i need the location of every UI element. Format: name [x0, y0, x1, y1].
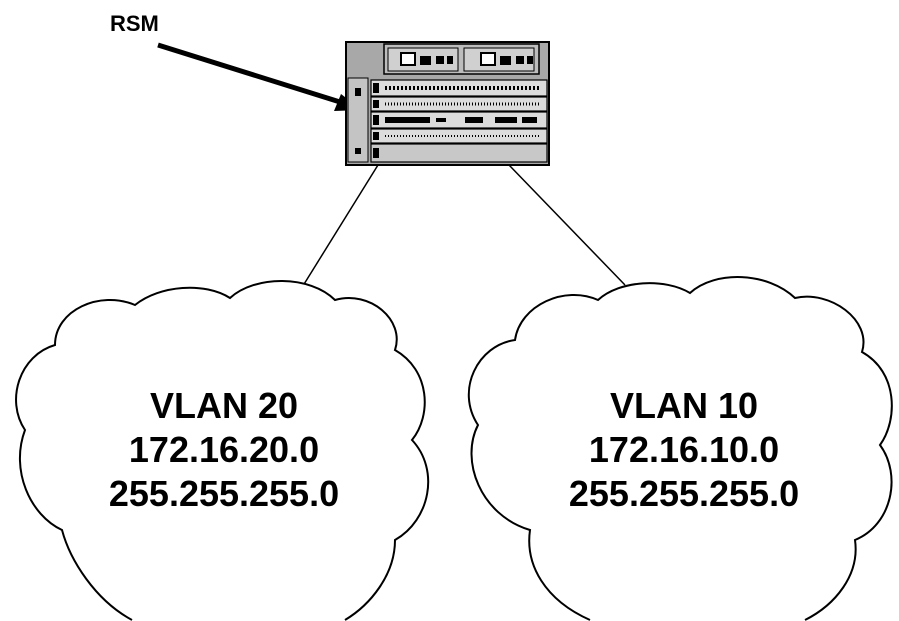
switch-module-supervisor	[370, 79, 548, 97]
vlan-20-name: VLAN 20	[150, 385, 298, 426]
chassis-side-panel	[347, 77, 369, 163]
catalyst-switch-chassis	[345, 41, 550, 166]
switch-module-ethernet	[370, 128, 548, 144]
rsm-label: RSM	[110, 11, 159, 36]
switch-module-ports	[370, 96, 548, 112]
vlan-10-name: VLAN 10	[610, 385, 758, 426]
vlan-10-network: 172.16.10.0	[589, 429, 779, 470]
vlan-10-mask: 255.255.255.0	[569, 473, 799, 514]
cloud-vlan-10	[467, 276, 893, 621]
switch-module-rsm	[370, 111, 548, 129]
power-supply-bay	[383, 43, 540, 75]
cloud-vlan-20	[15, 280, 430, 621]
vlan-20-mask: 255.255.255.0	[109, 473, 339, 514]
link-to-vlan-20	[300, 164, 379, 290]
switch-module-blank	[370, 143, 548, 163]
rsm-pointer-arrow	[157, 42, 362, 111]
link-to-vlan-10	[508, 164, 626, 286]
vlan-20-network: 172.16.20.0	[129, 429, 319, 470]
